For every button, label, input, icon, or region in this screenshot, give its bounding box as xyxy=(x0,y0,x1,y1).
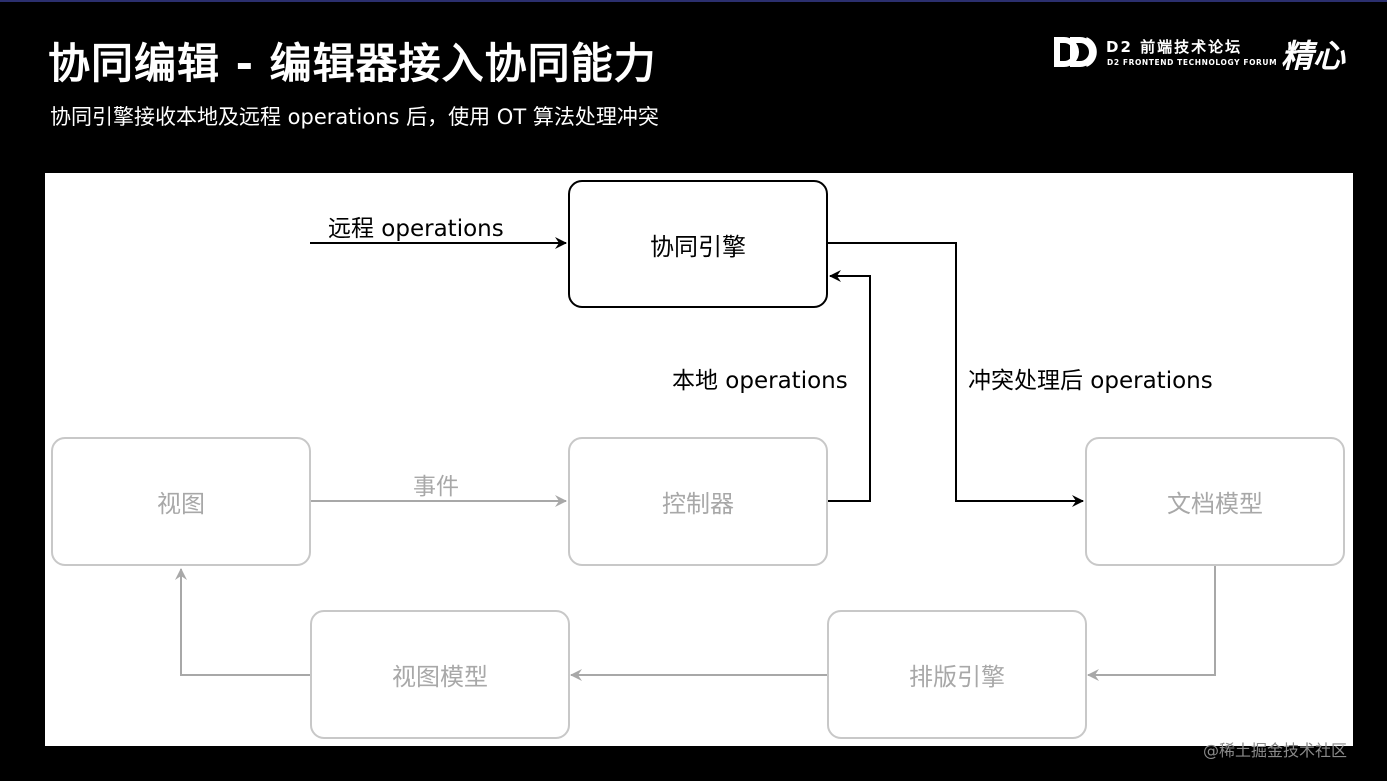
page-subtitle: 协同引擎接收本地及远程 operations 后，使用 OT 算法处理冲突 xyxy=(50,105,659,129)
label-event: 事件 xyxy=(413,474,459,500)
edge-local-ops xyxy=(828,270,871,502)
d2-forum-subname: D2 FRONTEND TECHNOLOGY FORUM xyxy=(1107,58,1278,67)
edge-resolved-ops xyxy=(828,242,1084,507)
node-collab-engine: 协同引擎 xyxy=(568,180,828,308)
watermark: @稀土掘金技术社区 xyxy=(1203,741,1348,760)
node-doc-model: 文档模型 xyxy=(1085,437,1345,566)
jingxin-logo: 精心 xyxy=(1281,37,1346,75)
label-local-ops: 本地 operations xyxy=(672,368,848,394)
node-view: 视图 xyxy=(51,437,311,566)
top-accent-line xyxy=(0,0,1387,2)
d2-logo-icon xyxy=(1054,37,1097,67)
label-remote-ops: 远程 operations xyxy=(328,216,504,242)
diagram-canvas: 协同引擎 视图 控制器 文档模型 视图模型 排版引擎 远程 operations… xyxy=(45,173,1353,746)
edge-doc-to-layout xyxy=(1087,566,1216,681)
edge-viewmodel-to-view xyxy=(175,568,311,676)
label-resolved-ops: 冲突处理后 operations xyxy=(968,368,1213,394)
node-layout-engine: 排版引擎 xyxy=(827,610,1087,739)
node-view-model: 视图模型 xyxy=(310,610,570,739)
d2-forum-name: D2 前端技术论坛 xyxy=(1106,38,1243,56)
node-controller: 控制器 xyxy=(568,437,828,566)
diagram-edges xyxy=(175,237,1216,681)
page-title: 协同编辑 - 编辑器接入协同能力 xyxy=(48,39,657,88)
